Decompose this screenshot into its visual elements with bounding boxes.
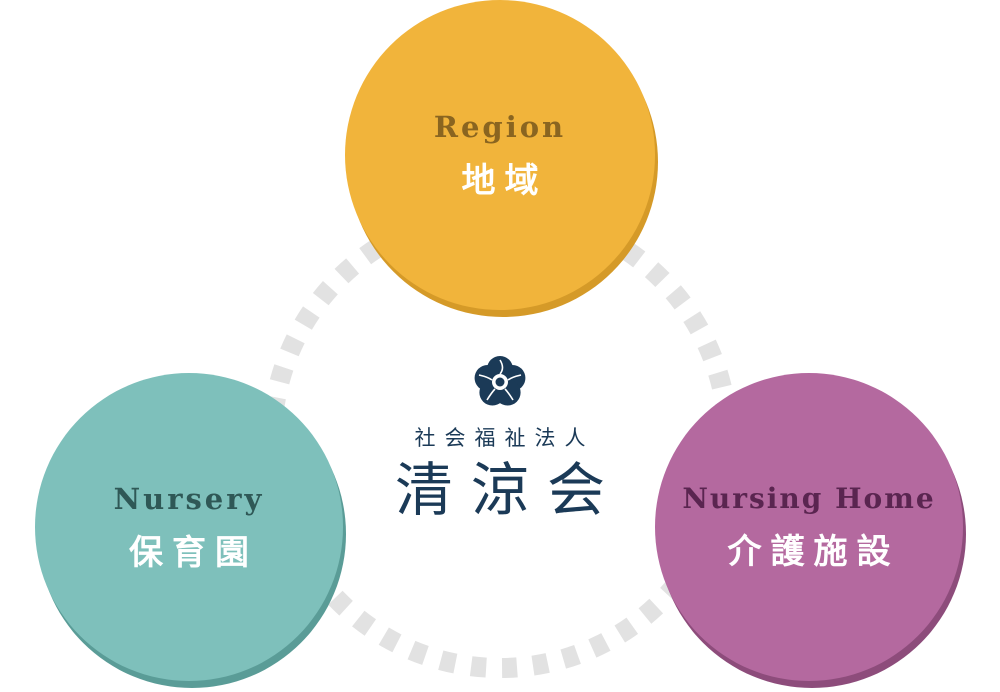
node-nursery-ja: 保育園 [129, 532, 258, 573]
node-region-ja: 地域 [461, 160, 548, 201]
node-care: Nursing Home 介護施設 [655, 373, 963, 681]
node-region-en: Region [433, 109, 567, 144]
node-nursery-en: Nursery [113, 481, 265, 516]
node-nursery: Nursery 保育園 [35, 373, 343, 681]
organization-name: 清涼会 [394, 456, 623, 524]
organization-type: 社会福祉法人 [414, 426, 595, 450]
node-care-ja: 介護施設 [727, 532, 900, 572]
node-care-en: Nursing Home [682, 482, 936, 515]
node-region: Region 地域 [345, 0, 655, 310]
center-organization: 社会福祉法人 清涼会 [370, 350, 630, 523]
flower-crest-icon [474, 356, 526, 406]
